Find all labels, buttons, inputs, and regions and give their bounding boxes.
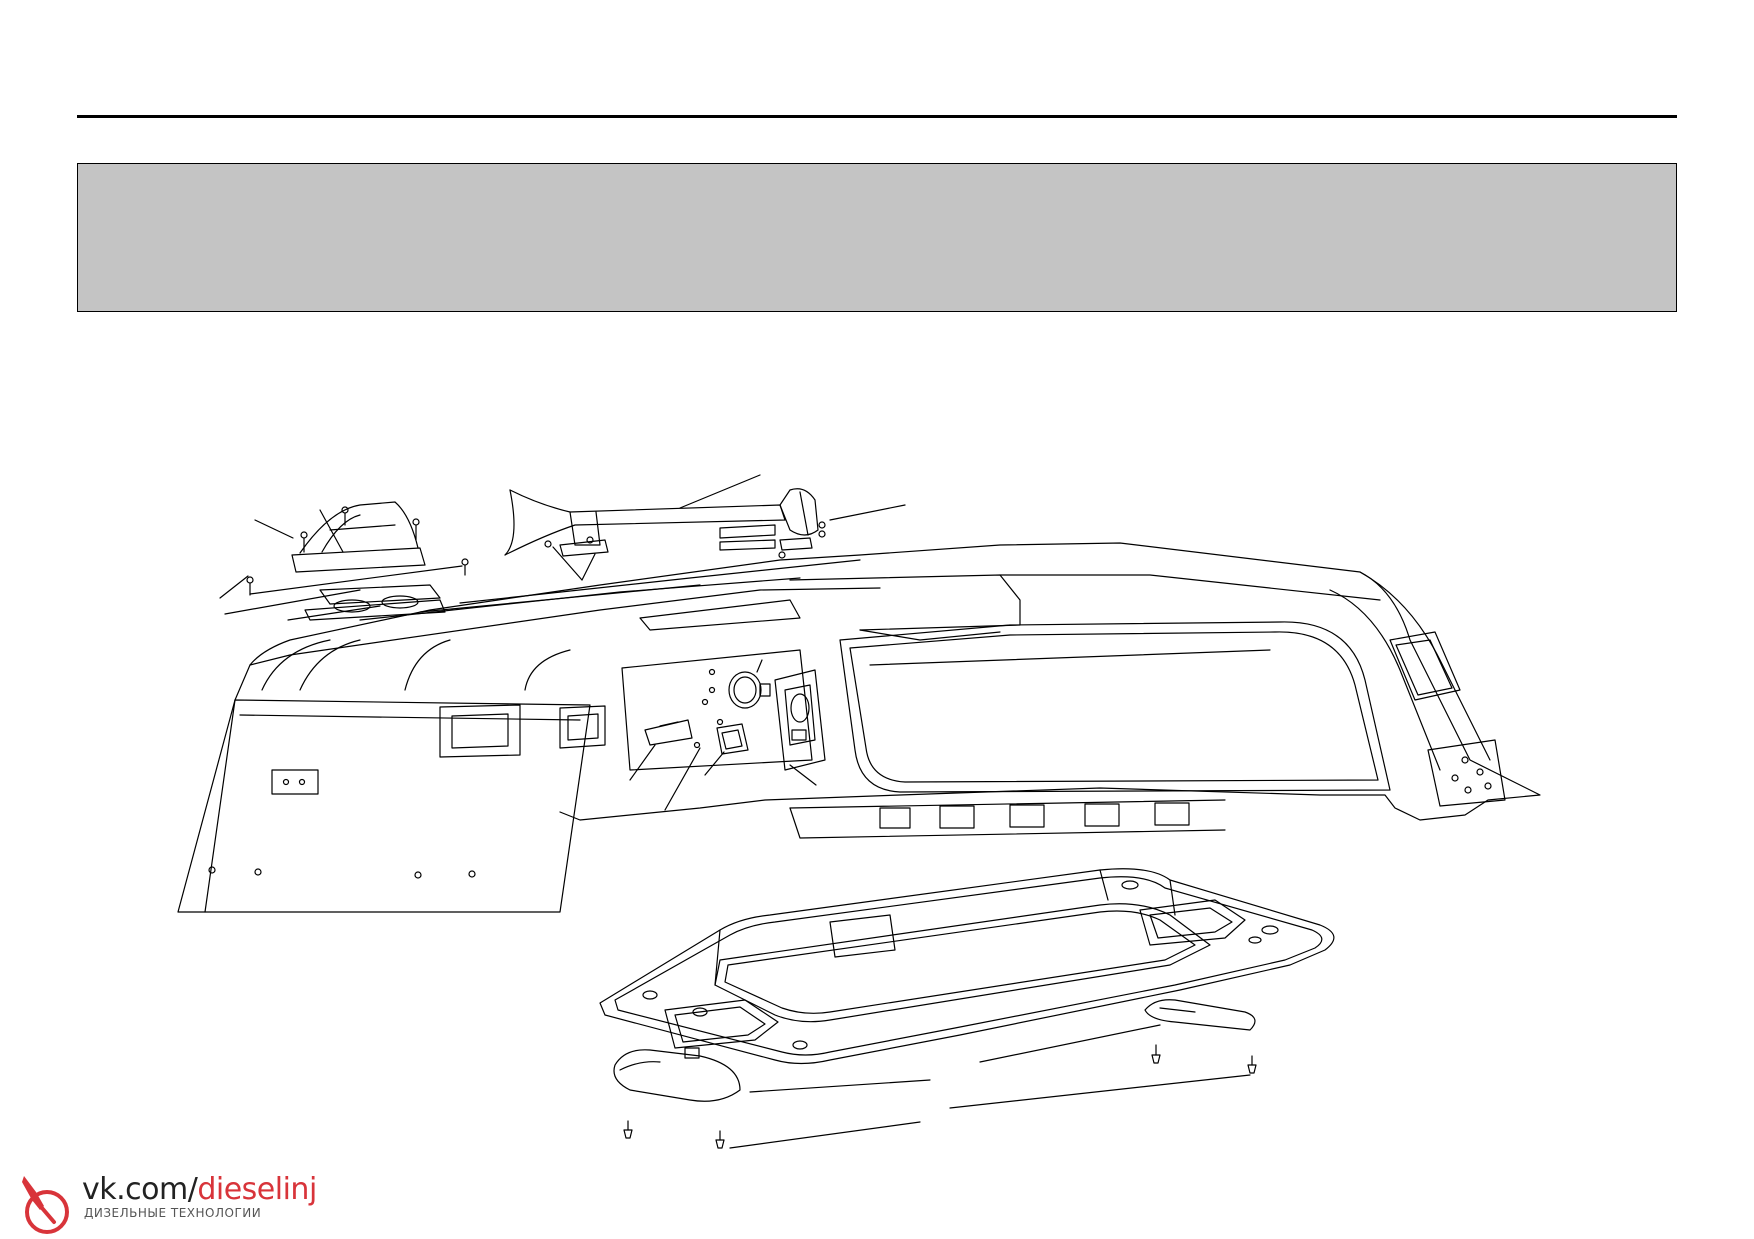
watermark-url[interactable]: vk.com/dieselinj — [82, 1172, 317, 1207]
roof-switch-panel — [629, 659, 826, 811]
watermark-subtitle: ДИЗЕЛЬНЫЕ ТЕХНОЛОГИИ — [84, 1206, 262, 1220]
hatch-handles — [613, 999, 1256, 1102]
sunroof-hatch-frame — [599, 868, 1335, 1065]
roof-assembly — [177, 542, 1541, 913]
fasteners — [623, 1024, 1257, 1149]
watermark-url-prefix: vk.com/ — [82, 1172, 198, 1207]
watermark: vk.com/dieselinj ДИЗЕЛЬНЫЕ ТЕХНОЛОГИИ — [14, 1172, 317, 1234]
air-horn — [504, 474, 906, 581]
title-bar — [77, 163, 1677, 312]
watermark-url-accent: dieselinj — [197, 1172, 317, 1207]
top-rule — [77, 115, 1677, 118]
injector-logo-icon — [22, 1176, 69, 1234]
roof-marker-light — [219, 501, 469, 621]
